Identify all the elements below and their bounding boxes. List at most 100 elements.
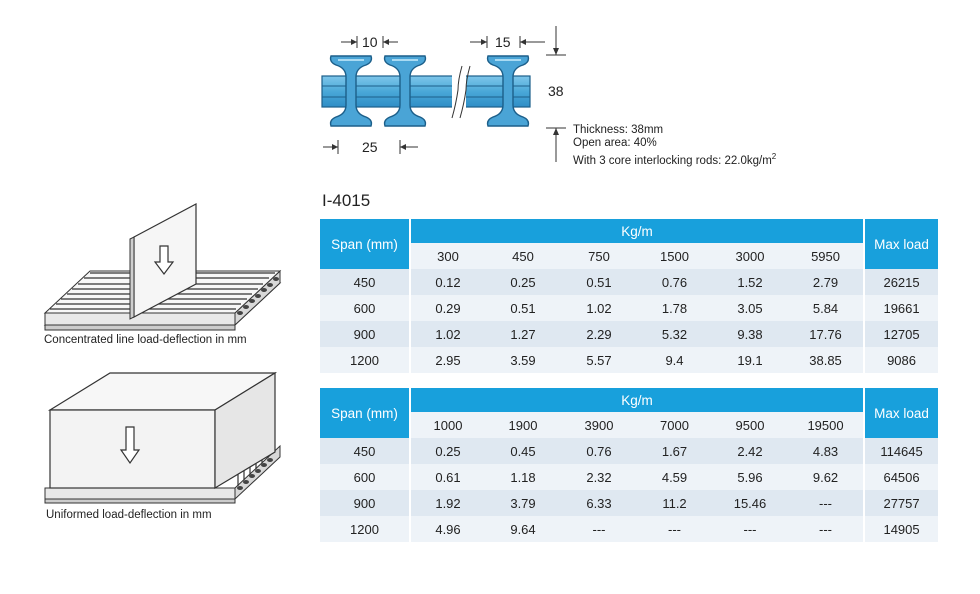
value-cell: 4.83 bbox=[788, 438, 865, 464]
value-cell: 1.52 bbox=[712, 269, 788, 295]
value-cell: --- bbox=[561, 516, 637, 542]
load-header: 1000 bbox=[409, 412, 485, 438]
load-header: 450 bbox=[485, 243, 561, 269]
load-header: 3900 bbox=[561, 412, 637, 438]
value-cell: 38.85 bbox=[788, 347, 865, 373]
span-cell: 1200 bbox=[320, 347, 410, 373]
load-header: 9500 bbox=[712, 412, 788, 438]
value-cell: 0.12 bbox=[409, 269, 485, 295]
span-cell: 450 bbox=[320, 438, 410, 464]
value-cell: --- bbox=[637, 516, 712, 542]
kg-header: Kg/m bbox=[408, 219, 865, 243]
max-load-cell: 26215 bbox=[863, 269, 939, 295]
load-header: 750 bbox=[561, 243, 637, 269]
value-cell: 1.67 bbox=[637, 438, 712, 464]
value-cell: 9.62 bbox=[788, 464, 865, 490]
value-cell: 5.57 bbox=[561, 347, 637, 373]
table-row: 1200 2.95 3.59 5.57 9.4 19.1 38.85 9086 bbox=[320, 347, 939, 373]
table-row: 450 0.25 0.45 0.76 1.67 2.42 4.83 114645 bbox=[320, 438, 939, 464]
table-row: 900 1.92 3.79 6.33 11.2 15.46 --- 27757 bbox=[320, 490, 939, 516]
spec-list: Thickness: 38mm Open area: 40% With 3 co… bbox=[573, 124, 776, 168]
value-cell: 11.2 bbox=[637, 490, 712, 516]
table-row: 1200 4.96 9.64 --- --- --- --- 14905 bbox=[320, 516, 939, 542]
value-cell: --- bbox=[788, 516, 865, 542]
value-cell: 0.76 bbox=[637, 269, 712, 295]
line-load-table: Span (mm) Kg/m Max load 300 450 750 1500… bbox=[320, 219, 939, 373]
uniform-load-table: Span (mm) Kg/m Max load 1000 1900 3900 7… bbox=[320, 388, 939, 542]
value-cell: 0.25 bbox=[409, 438, 485, 464]
span-cell: 450 bbox=[320, 269, 410, 295]
uniform-load-caption: Uniformed load-deflection in mm bbox=[46, 509, 212, 521]
span-cell: 600 bbox=[320, 464, 410, 490]
table-row: 450 0.12 0.25 0.51 0.76 1.52 2.79 26215 bbox=[320, 269, 939, 295]
value-cell: 3.79 bbox=[485, 490, 561, 516]
value-cell: 1.92 bbox=[409, 490, 485, 516]
load-header: 1900 bbox=[485, 412, 561, 438]
value-cell: 3.05 bbox=[712, 295, 788, 321]
value-cell: 0.45 bbox=[485, 438, 561, 464]
value-cell: 2.29 bbox=[561, 321, 637, 347]
load-header: 300 bbox=[409, 243, 485, 269]
value-cell: 15.46 bbox=[712, 490, 788, 516]
value-cell: 1.02 bbox=[409, 321, 485, 347]
value-cell: 2.42 bbox=[712, 438, 788, 464]
value-cell: --- bbox=[712, 516, 788, 542]
value-cell: 2.32 bbox=[561, 464, 637, 490]
load-header: 19500 bbox=[788, 412, 865, 438]
max-load-header: Max load bbox=[863, 388, 939, 438]
span-cell: 900 bbox=[320, 490, 410, 516]
load-header: 7000 bbox=[637, 412, 712, 438]
value-cell: 9.38 bbox=[712, 321, 788, 347]
spec-weight: With 3 core interlocking rods: 22.0kg/m2 bbox=[573, 152, 777, 167]
value-cell: 19.1 bbox=[712, 347, 788, 373]
load-header: 3000 bbox=[712, 243, 788, 269]
value-cell: 9.64 bbox=[485, 516, 561, 542]
value-cell: 2.95 bbox=[409, 347, 485, 373]
value-cell: 0.29 bbox=[409, 295, 485, 321]
max-load-cell: 114645 bbox=[863, 438, 939, 464]
max-load-cell: 9086 bbox=[863, 347, 939, 373]
load-header: 5950 bbox=[788, 243, 865, 269]
value-cell: 4.59 bbox=[637, 464, 712, 490]
table-row: 900 1.02 1.27 2.29 5.32 9.38 17.76 12705 bbox=[320, 321, 939, 347]
value-cell: 1.18 bbox=[485, 464, 561, 490]
value-cell: 0.51 bbox=[561, 269, 637, 295]
value-cell: 1.02 bbox=[561, 295, 637, 321]
value-cell: 17.76 bbox=[788, 321, 865, 347]
dimension-38-label: 38 bbox=[548, 83, 564, 99]
max-load-cell: 12705 bbox=[863, 321, 939, 347]
max-load-header: Max load bbox=[863, 219, 939, 269]
model-title: I-4015 bbox=[322, 191, 371, 210]
value-cell: 0.51 bbox=[485, 295, 561, 321]
table-row: 600 0.61 1.18 2.32 4.59 5.96 9.62 64506 bbox=[320, 464, 939, 490]
span-header: Span (mm) bbox=[320, 219, 410, 269]
line-load-caption: Concentrated line load-deflection in mm bbox=[44, 334, 247, 346]
value-cell: 3.59 bbox=[485, 347, 561, 373]
value-cell: 0.76 bbox=[561, 438, 637, 464]
span-header: Span (mm) bbox=[320, 388, 410, 438]
span-cell: 1200 bbox=[320, 516, 410, 542]
max-load-cell: 64506 bbox=[863, 464, 939, 490]
value-cell: --- bbox=[788, 490, 865, 516]
dimension-15-label: 15 bbox=[495, 34, 511, 50]
value-cell: 9.4 bbox=[637, 347, 712, 373]
load-header: 1500 bbox=[637, 243, 712, 269]
value-cell: 5.96 bbox=[712, 464, 788, 490]
max-load-cell: 14905 bbox=[863, 516, 939, 542]
kg-header: Kg/m bbox=[408, 388, 865, 412]
value-cell: 1.27 bbox=[485, 321, 561, 347]
value-cell: 5.84 bbox=[788, 295, 865, 321]
value-cell: 6.33 bbox=[561, 490, 637, 516]
dimension-25-label: 25 bbox=[362, 139, 378, 155]
table-row: 600 0.29 0.51 1.02 1.78 3.05 5.84 19661 bbox=[320, 295, 939, 321]
value-cell: 4.96 bbox=[409, 516, 485, 542]
spec-thickness: Thickness: 38mm bbox=[573, 124, 664, 136]
value-cell: 0.25 bbox=[485, 269, 561, 295]
span-cell: 900 bbox=[320, 321, 410, 347]
spec-open-area: Open area: 40% bbox=[573, 137, 657, 149]
value-cell: 2.79 bbox=[788, 269, 865, 295]
value-cell: 5.32 bbox=[637, 321, 712, 347]
dimension-10-label: 10 bbox=[362, 34, 378, 50]
max-load-cell: 27757 bbox=[863, 490, 939, 516]
